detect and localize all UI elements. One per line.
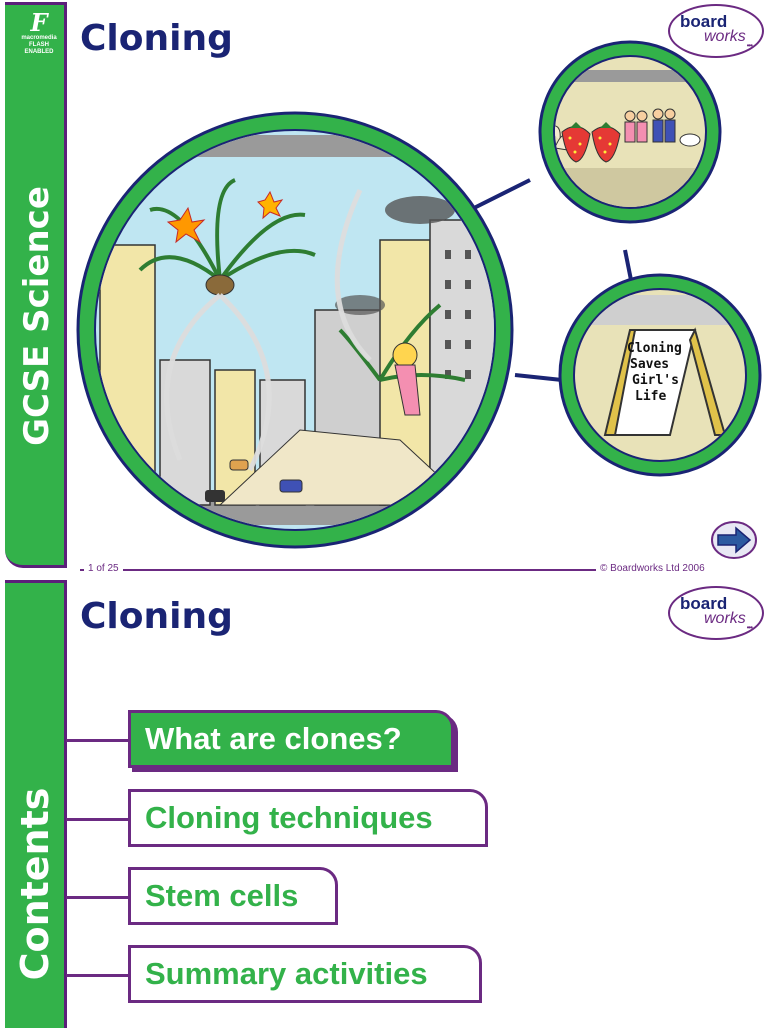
- next-slide-button[interactable]: [710, 520, 758, 560]
- boardworks-logo: board works •••: [668, 4, 764, 58]
- menu-connector: [66, 739, 130, 742]
- sign-line-3: Girl's: [632, 373, 679, 388]
- menu-connector: [66, 818, 130, 821]
- flash-logo-icon: F: [30, 8, 48, 37]
- menu-connector: [66, 974, 130, 977]
- title-slide: F macromedia FLASH ENABLED GCSE Science …: [5, 2, 764, 574]
- flash-enabled-badge: F macromedia FLASH ENABLED: [17, 11, 61, 63]
- arrow-right-icon: [711, 521, 757, 559]
- menu-item-what-are-clones[interactable]: What are clones?: [128, 710, 454, 768]
- sidebar: Contents: [5, 580, 67, 1028]
- menu-connector: [66, 896, 130, 899]
- sidebar-title: GCSE Science: [17, 186, 57, 446]
- menu-item-stem-cells[interactable]: Stem cells: [128, 867, 338, 925]
- boardworks-logo: board works •••: [668, 586, 764, 640]
- clones-circle: [538, 40, 722, 224]
- page-number: 1 of 25: [84, 563, 123, 574]
- footer-divider: [80, 569, 680, 571]
- city-scene-circle: [76, 111, 514, 549]
- cloning-illustration: Cloning Saves Girl's Life: [76, 40, 762, 549]
- slide-title: Cloning: [80, 18, 233, 59]
- sidebar-title: Contents: [13, 787, 57, 981]
- sign-line-2: Saves: [630, 357, 669, 372]
- menu-item-summary-activities[interactable]: Summary activities: [128, 945, 482, 1003]
- sign-line-1: Cloning: [627, 341, 682, 356]
- copyright: © Boardworks Ltd 2006: [596, 563, 709, 574]
- sign-line-4: Life: [635, 389, 666, 404]
- newspaper-sign-circle: Cloning Saves Girl's Life: [558, 273, 762, 477]
- contents-slide: Contents Cloning board works ••• What ar…: [0, 576, 768, 1028]
- slide-title: Cloning: [80, 596, 233, 637]
- menu-item-cloning-techniques[interactable]: Cloning techniques: [128, 789, 488, 847]
- sidebar: F macromedia FLASH ENABLED GCSE Science: [5, 2, 67, 568]
